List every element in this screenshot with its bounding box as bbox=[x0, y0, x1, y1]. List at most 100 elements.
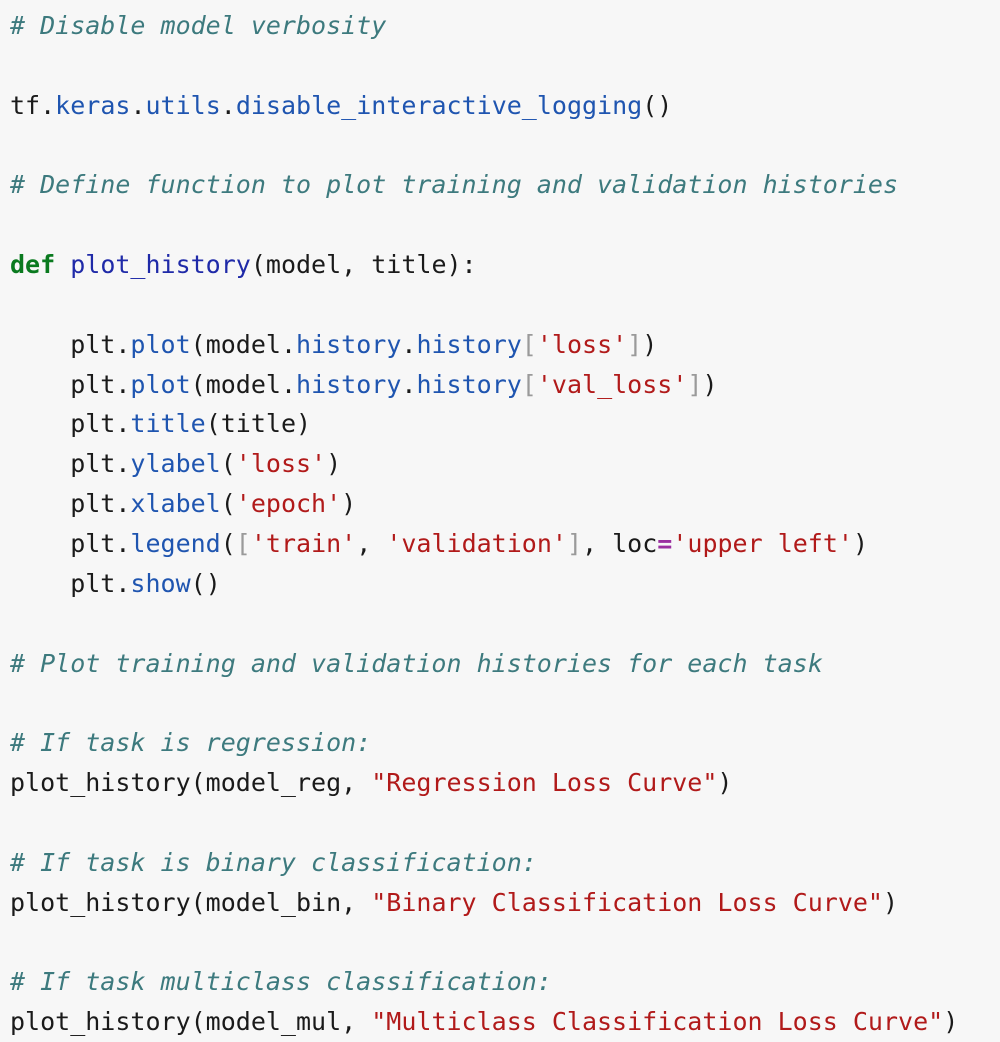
code-token: . bbox=[130, 90, 146, 120]
code-line: plt.plot(model.history.history['val_loss… bbox=[10, 365, 1000, 405]
code-token: plt bbox=[10, 369, 116, 399]
code-line: plot_history(model_bin, "Binary Classifi… bbox=[10, 883, 1000, 923]
code-string: "Multiclass Classification Loss Curve" bbox=[371, 1007, 944, 1037]
code-line: plt.xlabel('epoch') bbox=[10, 484, 1000, 524]
code-comment: # Disable model verbosity bbox=[10, 11, 387, 40]
code-token: . bbox=[115, 528, 131, 558]
code-token: plt bbox=[10, 568, 116, 598]
code-line bbox=[10, 683, 1000, 723]
code-token: ( bbox=[220, 528, 236, 558]
code-token: ylabel bbox=[130, 449, 221, 479]
code-token: plt bbox=[10, 329, 116, 359]
code-token: title bbox=[130, 409, 206, 439]
code-string: 'loss' bbox=[235, 449, 327, 479]
code-token: . bbox=[40, 90, 56, 120]
code-token: [ bbox=[521, 369, 537, 399]
code-string: 'loss' bbox=[536, 329, 628, 359]
code-line: plt.show() bbox=[10, 564, 1000, 604]
code-token: ( bbox=[220, 449, 236, 479]
code-token: plot_history bbox=[70, 250, 251, 280]
code-line bbox=[10, 205, 1000, 245]
code-token: () bbox=[190, 568, 221, 598]
code-token: plt bbox=[10, 489, 116, 519]
code-line bbox=[10, 285, 1000, 325]
code-token: [ bbox=[235, 528, 251, 558]
code-keyword: def bbox=[10, 250, 56, 280]
code-token: (model bbox=[190, 329, 281, 359]
code-token: ( bbox=[220, 489, 236, 519]
code-token: . bbox=[115, 489, 131, 519]
code-token: . bbox=[115, 409, 131, 439]
code-token: . bbox=[280, 329, 297, 359]
code-token: legend bbox=[130, 528, 221, 558]
code-line bbox=[10, 922, 1000, 962]
code-token: plt bbox=[10, 528, 116, 558]
code-token: . bbox=[280, 369, 297, 399]
code-line: plot_history(model_reg, "Regression Loss… bbox=[10, 763, 1000, 803]
code-token: . bbox=[115, 568, 131, 598]
code-line: # Plot training and validation histories… bbox=[10, 644, 1000, 684]
code-token: plot_history(model_reg, bbox=[10, 768, 372, 798]
code-token: = bbox=[657, 528, 673, 558]
code-token bbox=[55, 250, 70, 279]
code-string: 'epoch' bbox=[235, 489, 342, 519]
code-string: 'val_loss' bbox=[536, 369, 688, 399]
code-token: ) bbox=[702, 369, 718, 399]
code-line: # If task is binary classification: bbox=[10, 843, 1000, 883]
code-comment: # Plot training and validation histories… bbox=[10, 648, 823, 678]
code-token: . bbox=[401, 329, 417, 359]
code-string: 'upper left' bbox=[672, 528, 853, 558]
code-token: disable_interactive_logging bbox=[235, 90, 643, 120]
code-token: () bbox=[642, 90, 673, 120]
code-token: . bbox=[401, 369, 417, 399]
code-line: plt.plot(model.history.history['loss']) bbox=[10, 325, 1000, 365]
code-line: def plot_history(model, title): bbox=[10, 245, 1000, 285]
code-token: (title) bbox=[205, 409, 312, 439]
code-token: ] bbox=[687, 369, 703, 399]
code-line: tf.keras.utils.disable_interactive_loggi… bbox=[10, 86, 1000, 126]
code-token: . bbox=[220, 90, 236, 120]
code-comment: # If task is regression: bbox=[10, 728, 372, 758]
code-line: plt.ylabel('loss') bbox=[10, 444, 1000, 484]
code-token: history bbox=[416, 369, 522, 399]
code-line: # If task multiclass classification: bbox=[10, 962, 1000, 1002]
code-token: [ bbox=[521, 329, 537, 359]
code-token: plt bbox=[10, 449, 116, 479]
code-comment: # If task is binary classification: bbox=[10, 847, 537, 877]
code-token: utils bbox=[145, 90, 221, 120]
code-token: keras bbox=[55, 90, 131, 120]
code-token: ) bbox=[882, 887, 899, 917]
code-line bbox=[10, 604, 1000, 644]
code-token: plot_history(model_mul, bbox=[10, 1007, 372, 1037]
code-string: "Regression Loss Curve" bbox=[371, 768, 718, 798]
code-string: 'train' bbox=[250, 528, 357, 558]
code-token: (model bbox=[190, 369, 281, 399]
code-string: "Binary Classification Loss Curve" bbox=[371, 887, 883, 917]
code-token: ] bbox=[627, 329, 643, 359]
code-string: 'validation' bbox=[386, 528, 567, 558]
code-line: plot_history(model_mul, "Multiclass Clas… bbox=[10, 1002, 1000, 1042]
code-token: . bbox=[115, 449, 131, 479]
code-token: plot bbox=[130, 369, 191, 399]
code-line: # If task is regression: bbox=[10, 723, 1000, 763]
code-token: ) bbox=[642, 329, 658, 359]
code-token: ) bbox=[341, 489, 357, 519]
code-token: ) bbox=[943, 1007, 959, 1037]
code-token: , loc bbox=[582, 528, 658, 558]
code-token: plot_history(model_bin, bbox=[10, 887, 372, 917]
code-token: , bbox=[356, 528, 387, 558]
code-token: show bbox=[130, 568, 191, 598]
code-token: plot bbox=[130, 329, 191, 359]
code-line bbox=[10, 126, 1000, 166]
code-comment: # If task multiclass classification: bbox=[10, 967, 552, 997]
code-token: history bbox=[296, 369, 402, 399]
code-line: # Disable model verbosity bbox=[10, 6, 1000, 46]
code-token: ) bbox=[717, 768, 733, 798]
code-comment: # Define function to plot training and v… bbox=[10, 170, 899, 200]
code-line: plt.legend(['train', 'validation'], loc=… bbox=[10, 524, 1000, 564]
code-token: . bbox=[115, 329, 131, 359]
code-token: (model, title): bbox=[250, 250, 477, 280]
code-line: # Define function to plot training and v… bbox=[10, 165, 1000, 205]
code-token: plt bbox=[10, 409, 116, 439]
